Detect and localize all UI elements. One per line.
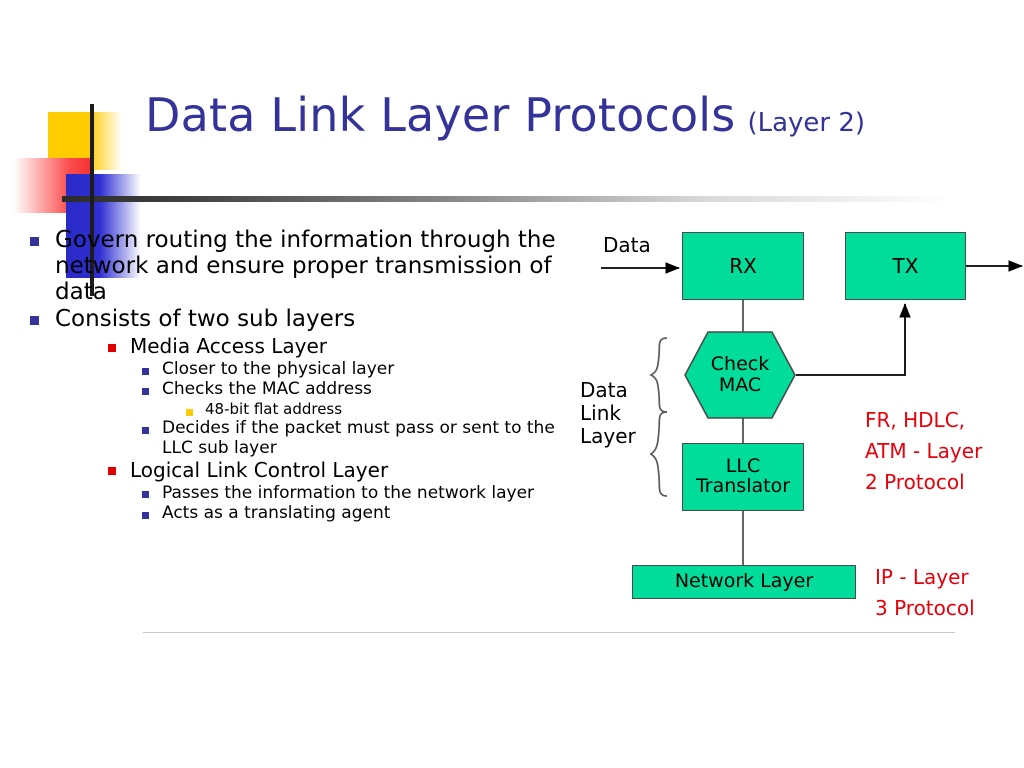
list-item-label: Acts as a translating agent (162, 502, 391, 523)
list-item-label: Passes the information to the network la… (162, 482, 535, 503)
bullet-list: Govern routing the information through t… (20, 227, 590, 523)
bullet-square-icon (186, 408, 193, 416)
data-link-layer-brace-lower (649, 411, 668, 497)
list-item: Decides if the packet must pass or sent … (20, 418, 590, 459)
data-link-layer-diagram: Data Data Link Layer RX TX Check MAC LLC… (575, 222, 1024, 622)
ornament-horizontal-rule (62, 196, 952, 202)
annotation-layer2-line2: ATM - Layer (865, 439, 983, 463)
node-check-mac-label-line1: Check (710, 353, 770, 376)
annotation-layer2-line3: 2 Protocol (865, 470, 965, 494)
annotation-layer3-line1: IP - Layer (875, 565, 969, 589)
bullet-square-icon (108, 467, 116, 476)
bullet-square-icon (30, 236, 39, 246)
diagram-connectors (601, 260, 1023, 565)
data-link-layer-label: Data Link Layer (580, 379, 636, 448)
list-item: Passes the information to the network la… (20, 483, 590, 503)
list-item: Closer to the physical layer (20, 359, 590, 379)
list-item-label: Govern routing the information through t… (55, 227, 556, 305)
list-item-label: Media Access Layer (130, 334, 328, 358)
list-item-label: Logical Link Control Layer (130, 457, 389, 482)
bullet-square-icon (142, 426, 149, 434)
bullet-square-icon (142, 367, 149, 375)
bullet-square-icon (30, 316, 39, 326)
check-mac-hexagon (684, 331, 796, 419)
bullet-square-icon (142, 491, 149, 499)
annotation-layer3-protocols: IP - Layer 3 Protocol (875, 562, 975, 624)
list-item: Consists of two sub layers (20, 306, 590, 333)
node-network-layer-label: Network Layer (674, 570, 814, 593)
data-link-layer-brace (649, 337, 668, 413)
node-llc-translator-label: LLC Translator (695, 455, 791, 497)
list-item-label: Decides if the packet must pass or sent … (162, 417, 555, 459)
list-item: Logical Link Control Layer (20, 457, 590, 482)
list-item: Media Access Layer (20, 335, 590, 358)
footer-divider (143, 632, 955, 633)
data-link-layer-label-line2: Link (580, 401, 621, 425)
node-llc-label-line1: LLC (725, 455, 761, 478)
list-item-label: Consists of two sub layers (55, 306, 356, 333)
list-item: Acts as a translating agent (20, 503, 590, 523)
title-ornament (0, 80, 1000, 296)
node-tx-label: TX (892, 253, 919, 278)
ornament-blue-square (66, 174, 141, 278)
list-item-label: Checks the MAC address (162, 379, 372, 400)
annotation-layer3-line2: 3 Protocol (875, 596, 975, 620)
list-item-label: 48-bit flat address (205, 399, 343, 418)
page-subtitle: (Layer 2) (747, 108, 866, 138)
list-item-label: Closer to the physical layer (162, 359, 395, 379)
annotation-layer2-protocols: FR, HDLC, ATM - Layer 2 Protocol (865, 405, 982, 498)
data-link-layer-label-line3: Layer (580, 424, 636, 448)
title-block: Data Link Layer Protocols (Layer 2) (0, 88, 1010, 142)
node-network-layer: Network Layer (632, 565, 856, 599)
node-check-mac-label: Check MAC (685, 332, 795, 418)
node-llc-translator: LLC Translator (682, 443, 804, 511)
node-check-mac-label-line2: MAC (718, 374, 762, 396)
page-title: Data Link Layer Protocols (144, 88, 736, 142)
list-item: 48-bit flat address (20, 400, 590, 418)
diagram-input-label: Data (603, 233, 651, 257)
annotation-layer2-line1: FR, HDLC, (865, 408, 966, 432)
connector-checkmac-to-tx (796, 303, 911, 376)
list-item: Checks the MAC address (20, 379, 590, 399)
bullet-square-icon (108, 343, 116, 352)
list-item: Govern routing the information through t… (20, 227, 590, 305)
node-rx: RX (682, 232, 804, 300)
ornament-vertical-rule (90, 104, 94, 296)
node-llc-label-line2: Translator (695, 475, 791, 497)
node-tx: TX (845, 232, 966, 300)
data-link-layer-label-line1: Data (580, 378, 628, 402)
node-rx-label: RX (729, 253, 757, 278)
node-check-mac: Check MAC (685, 332, 795, 418)
bullet-square-icon (142, 388, 149, 396)
bullet-square-icon (142, 511, 149, 519)
